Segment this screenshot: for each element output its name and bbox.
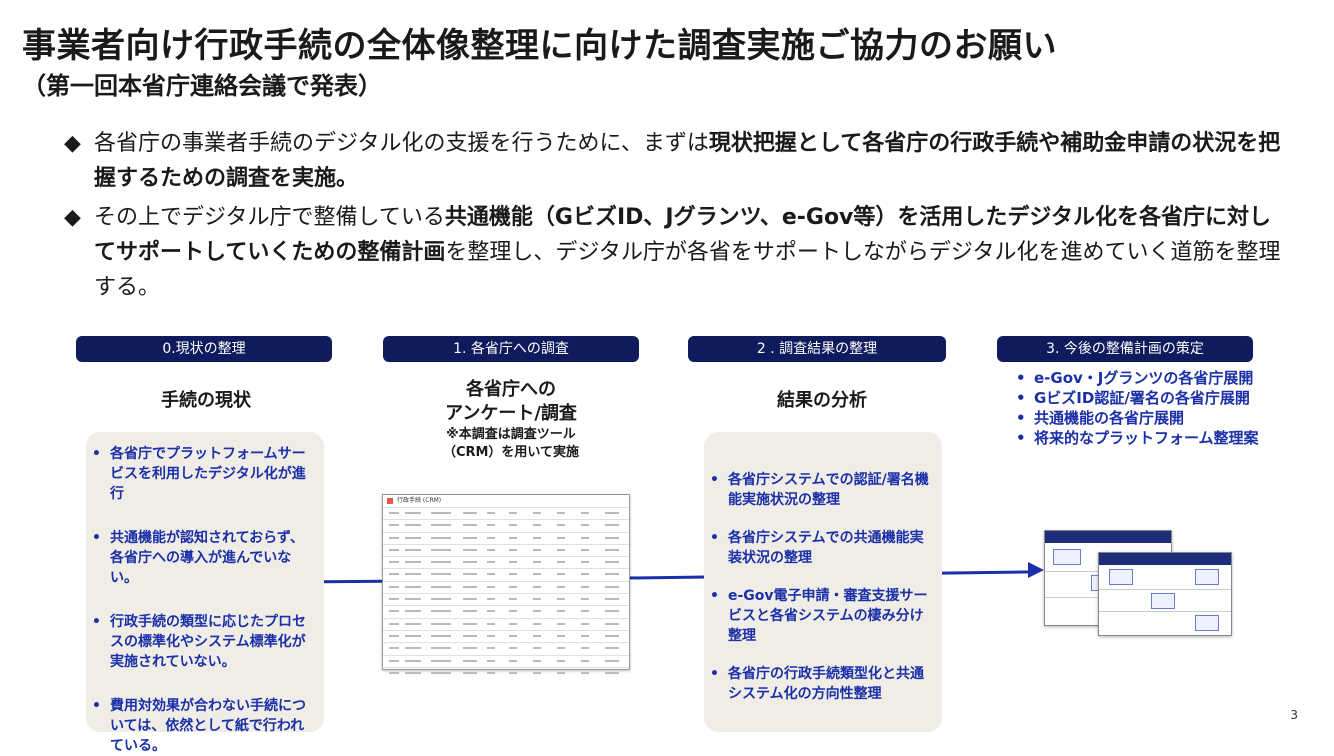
- analysis-card: 各省庁システムでの認証/署名機能実施状況の整理 各省庁システムでの共通機能実装状…: [704, 432, 942, 732]
- table-row: [383, 519, 629, 531]
- current-state-card: 各省庁でプラットフォームサービスを利用したデジタル化が進行 共通機能が認知されて…: [86, 432, 324, 754]
- flow-line-3: [941, 570, 1033, 575]
- intro-bullet-1-text: 各省庁の事業者手続のデジタル化の支援を行うために、まずは: [94, 131, 709, 156]
- diamond-bullet-icon: ◆: [64, 205, 81, 230]
- table-row: [383, 531, 629, 544]
- step-0-heading: 手続の現状: [161, 390, 251, 411]
- table-row: [383, 580, 629, 593]
- table-row: [383, 568, 629, 580]
- table-row: [383, 543, 629, 556]
- step-1-heading-line-1: 各省庁への: [466, 379, 556, 400]
- analysis-item: 各省庁システムでの共通機能実装状況の整理: [704, 528, 934, 568]
- analysis-item: 各省庁システムでの認証/署名機能実施状況の整理: [704, 470, 934, 510]
- table-row: [383, 593, 629, 605]
- plan-item: 将来的なプラットフォーム整理案: [1010, 428, 1270, 448]
- analysis-item: e-Gov電子申請・審査支援サービスと各省システムの棲み分け整理: [704, 586, 934, 646]
- diamond-bullet-icon: ◆: [64, 131, 81, 156]
- flow-line-1: [323, 579, 385, 584]
- step-2-heading: 結果の分析: [777, 390, 867, 411]
- intro-bullet-2: ◆ その上でデジタル庁で整備している共通機能（GビズID、Jグランツ、e-Gov…: [64, 200, 1284, 305]
- intro-bullet-2-emphasis: 共通機能（GビズID、Jグランツ、e-Gov等）を活用したデジタル化を各省庁に対…: [94, 205, 1271, 265]
- process-diagram-screenshot-front: [1098, 552, 1232, 636]
- intro-bullets: ◆ 各省庁の事業者手続のデジタル化の支援を行うために、まずは現状把握として各省庁…: [64, 126, 1284, 309]
- survey-tool-screenshot: 行政手続 (CRM): [382, 494, 630, 674]
- step-0-label: 0.現状の整理: [76, 336, 332, 362]
- intro-bullet-2-text-end: を整理し、デジタル庁が各省をサポートしながらデジタル化を進めていく道筋を整理する…: [94, 240, 1281, 300]
- table-row: [383, 617, 629, 630]
- step-1-note-line-2: （CRM）を用いて実施: [442, 445, 580, 460]
- current-state-item: 各省庁でプラットフォームサービスを利用したデジタル化が進行: [86, 444, 316, 504]
- step-1-label: 1. 各省庁への調査: [383, 336, 639, 362]
- step-3-label: 3. 今後の整備計画の策定: [997, 336, 1253, 362]
- table-row: [383, 642, 629, 654]
- table-row: [383, 556, 629, 568]
- table-row: [383, 605, 629, 617]
- step-1-note-line-1: ※本調査は調査ツール: [446, 427, 576, 442]
- current-state-item: 共通機能が認知されておらず、各省庁への導入が進んでいない。: [86, 528, 316, 588]
- current-state-item: 行政手続の類型に応じたプロセスの標準化やシステム標準化が実施されていない。: [86, 612, 316, 672]
- table-row: [383, 629, 629, 642]
- flow-line-2: [627, 575, 707, 580]
- intro-bullet-1-emphasis: 現状把握として各省庁の行政手続や補助金申請の状況を把握するための調査を実施。: [94, 131, 1281, 191]
- plan-item: e-Gov・Jグランツの各省庁展開: [1010, 368, 1270, 388]
- page-number: 3: [1290, 708, 1298, 722]
- flow-arrowhead-icon: [1028, 562, 1044, 578]
- current-state-item: 費用対効果が合わない手続については、依然として紙で行われている。: [86, 696, 316, 756]
- step-1-heading-line-2: アンケート/調査: [445, 403, 577, 424]
- analysis-item: 各省庁の行政手続類型化と共通システム化の方向性整理: [704, 664, 934, 704]
- page-subtitle: （第一回本省庁連絡会議で発表）: [22, 72, 382, 100]
- plan-item: GビズID認証/署名の各省庁展開: [1010, 388, 1270, 408]
- survey-tool-title: 行政手続 (CRM): [383, 495, 629, 507]
- step-2-label: 2 . 調査結果の整理: [688, 336, 946, 362]
- table-row: [383, 654, 629, 667]
- table-row: [383, 666, 629, 679]
- intro-bullet-2-text: その上でデジタル庁で整備している: [94, 205, 445, 230]
- intro-bullet-1: ◆ 各省庁の事業者手続のデジタル化の支援を行うために、まずは現状把握として各省庁…: [64, 126, 1284, 196]
- plan-list: e-Gov・Jグランツの各省庁展開 GビズID認証/署名の各省庁展開 共通機能の…: [1010, 368, 1270, 448]
- plan-item: 共通機能の各省庁展開: [1010, 408, 1270, 428]
- table-row: [383, 507, 629, 519]
- page-title: 事業者向け行政手続の全体像整理に向けた調査実施ご協力のお願い: [22, 26, 1057, 66]
